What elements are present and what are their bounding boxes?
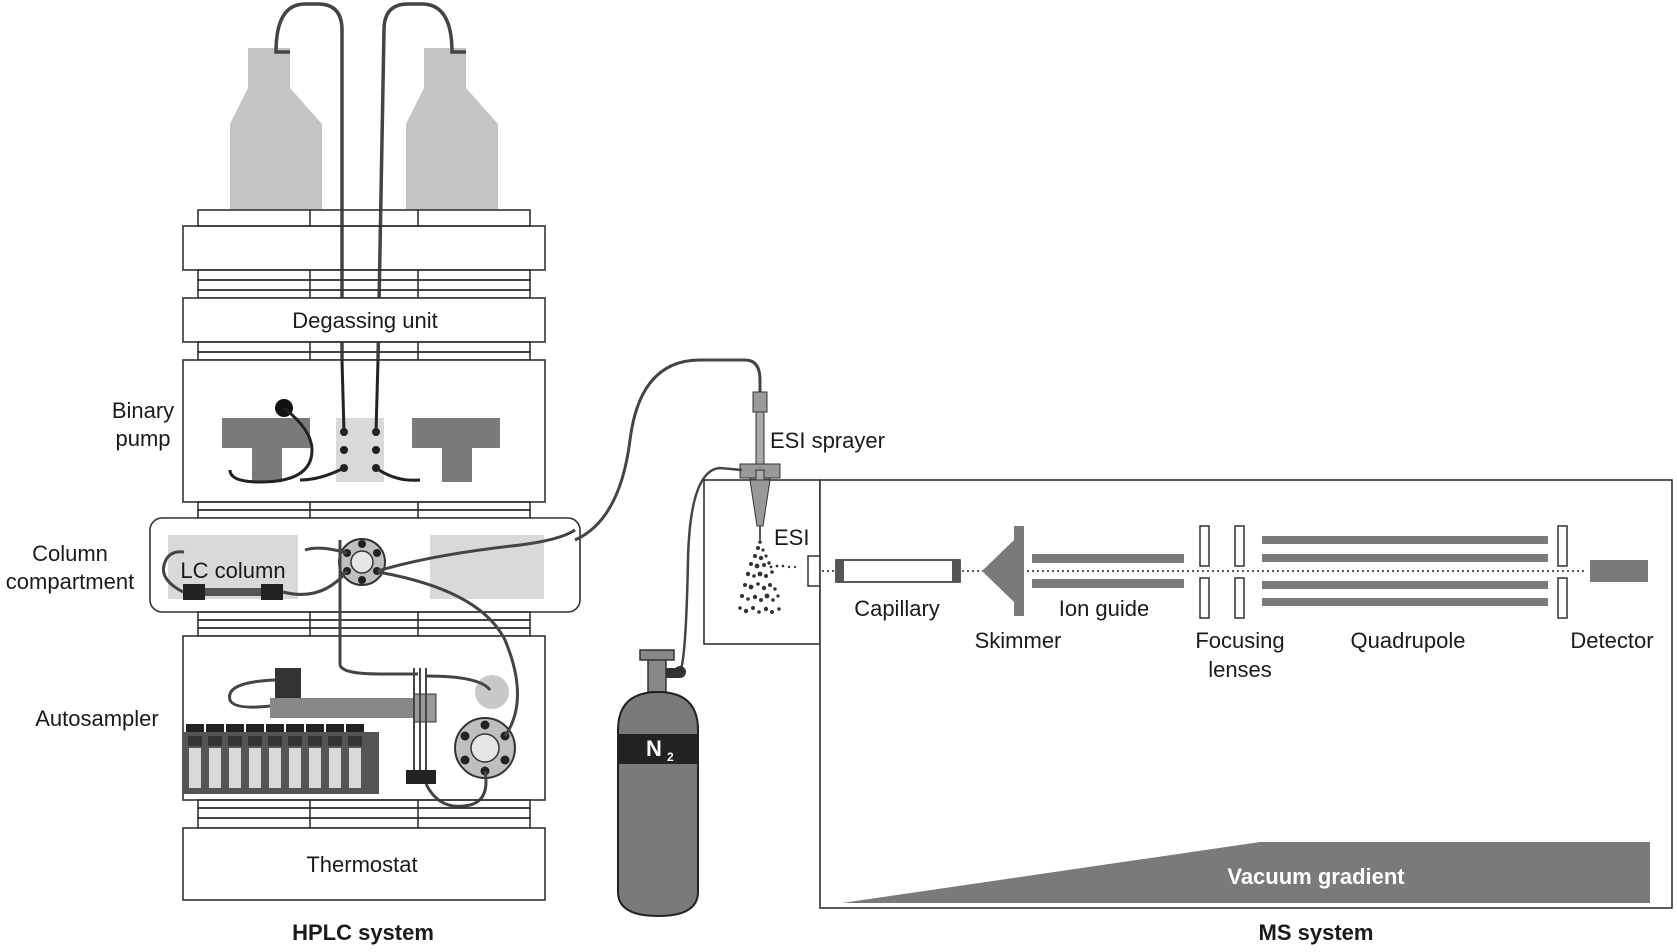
transfer-line	[574, 358, 762, 542]
injection-valve	[454, 717, 516, 779]
solvent-tube-left	[274, 2, 344, 360]
binary-pump-label-2: pump	[115, 426, 170, 451]
ms-system-housing	[819, 479, 1673, 909]
vacuum-gradient-wedge	[842, 842, 1650, 903]
quadrupole-label: Quadrupole	[1351, 628, 1466, 653]
capillary	[835, 559, 961, 583]
lc-column-label: LC column	[180, 558, 285, 583]
nitrogen-line	[678, 466, 743, 673]
autosampler-arm	[270, 698, 434, 718]
skimmer-label: Skimmer	[975, 628, 1062, 653]
autosampler-needle	[413, 668, 427, 774]
ion-guide	[1032, 554, 1184, 588]
exit-lens	[1557, 525, 1568, 619]
vial-caps	[186, 724, 364, 732]
pump-tubing	[228, 359, 421, 484]
capillary-label: Capillary	[854, 596, 940, 621]
skimmer	[982, 526, 1024, 616]
solvent-bottle-right	[406, 48, 498, 210]
column-switch-valve	[338, 538, 386, 586]
nitrogen-cylinder	[617, 649, 699, 918]
autosampler-tubing	[228, 540, 519, 808]
thermostat	[182, 827, 546, 901]
lc-column	[183, 584, 283, 600]
sample-vial-rack	[183, 732, 379, 794]
solvent-bottle-left	[230, 48, 322, 210]
top-tray	[182, 209, 546, 299]
hplc-stack: Degassing unit	[6, 2, 581, 945]
vacuum-gradient-label: Vacuum gradient	[1227, 864, 1405, 889]
pump-head-left	[222, 418, 310, 482]
autosampler-needle-block	[275, 668, 301, 698]
ms-inlet	[807, 555, 821, 587]
column-compartment-label-1: Column	[32, 541, 108, 566]
esi-sprayer-label: ESI sprayer	[770, 428, 885, 453]
ion-guide-label: Ion guide	[1059, 596, 1150, 621]
detector	[1590, 560, 1648, 582]
focusing-lenses-label-1: Focusing	[1195, 628, 1284, 653]
pump-head-right	[412, 418, 500, 482]
focusing-lenses-label-2: lenses	[1208, 657, 1272, 682]
autosampler-needle-seat	[406, 770, 436, 784]
degassing-unit-label: Degassing unit	[292, 308, 438, 333]
thermostat-label: Thermostat	[306, 852, 417, 877]
autosampler-label: Autosampler	[35, 706, 159, 731]
column-compartment-label-2: compartment	[6, 569, 134, 594]
hplc-system-label: HPLC system	[292, 920, 434, 945]
focusing-lenses	[1199, 525, 1245, 619]
ms-system-label: MS system	[1259, 920, 1374, 945]
nitrogen-label: N	[646, 736, 662, 761]
esi-spray-plume	[738, 540, 797, 614]
binary-pump-label-1: Binary	[112, 398, 174, 423]
esi-sprayer-tip	[749, 469, 771, 540]
column-tubing	[161, 528, 576, 596]
detector-label: Detector	[1570, 628, 1653, 653]
esi-label: ESI	[774, 525, 809, 550]
quadrupole	[1262, 536, 1548, 606]
nitrogen-label-subscript: 2	[667, 750, 674, 764]
wash-station	[475, 675, 509, 709]
solvent-tube-right	[376, 2, 466, 361]
